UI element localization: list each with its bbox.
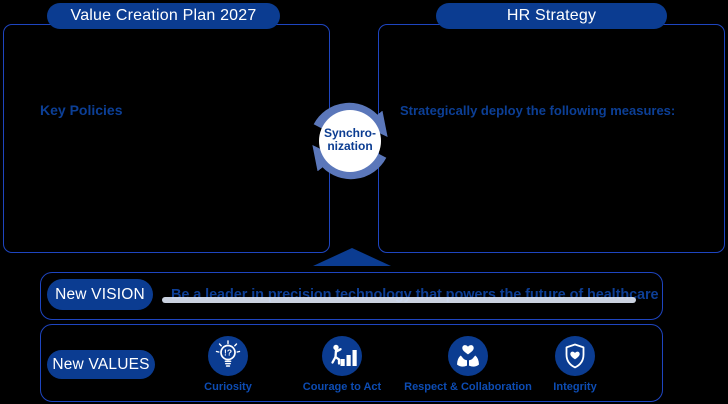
value-creation-plan-title-label: Value Creation Plan 2027 xyxy=(70,7,257,24)
vision-bar xyxy=(40,272,663,320)
new-vision-badge-label: New VISION xyxy=(55,285,145,303)
value-item-curiosity: !? Curiosity xyxy=(143,336,313,393)
svg-text:!?: !? xyxy=(224,348,232,358)
lightbulb-icon: !? xyxy=(208,336,248,376)
value-item-integrity: Integrity xyxy=(490,336,660,393)
value-label-courage: Courage to Act xyxy=(302,381,382,393)
value-creation-plan-title: Value Creation Plan 2027 xyxy=(47,3,280,29)
sync-label-line1: Synchro- xyxy=(323,126,376,140)
new-vision-badge: New VISION xyxy=(47,279,153,310)
sync-arrows-icon xyxy=(312,102,388,180)
value-item-respect: Respect & Collaboration xyxy=(383,336,553,393)
hr-strategy-title: HR Strategy xyxy=(436,3,667,29)
climbing-steps-icon xyxy=(322,336,362,376)
value-label-curiosity: Curiosity xyxy=(204,381,252,393)
new-values-badge-label: New VALUES xyxy=(52,355,150,373)
value-label-respect: Respect & Collaboration xyxy=(404,381,532,393)
sync-label-line2: nization xyxy=(327,139,373,153)
key-policies-label: Key Policies xyxy=(40,102,123,118)
shield-heart-icon xyxy=(555,336,595,376)
vision-highlight-streak xyxy=(162,297,636,303)
hr-strategy-panel xyxy=(378,24,725,253)
value-creation-plan-panel xyxy=(3,24,330,253)
values-bar xyxy=(40,324,663,402)
hands-heart-icon xyxy=(448,336,488,376)
new-values-badge: New VALUES xyxy=(47,350,155,379)
value-label-integrity: Integrity xyxy=(553,381,597,393)
hr-strategy-title-label: HR Strategy xyxy=(506,7,597,24)
value-item-courage: Courage to Act xyxy=(257,336,427,393)
sync-label: Synchro- nization xyxy=(318,127,382,153)
deploy-measures-label: Strategically deploy the following measu… xyxy=(400,103,676,118)
up-triangle-connector xyxy=(313,248,391,266)
